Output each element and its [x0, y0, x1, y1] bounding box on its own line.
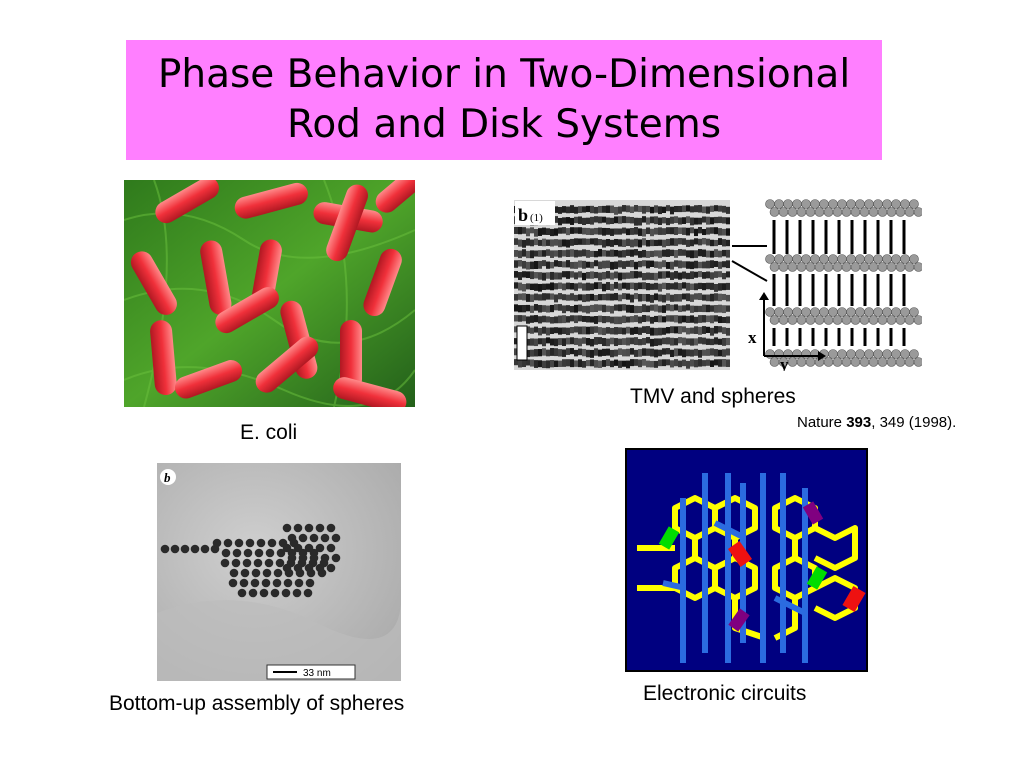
- tmv-caption: TMV and spheres: [630, 385, 796, 408]
- ecoli-caption: E. coli: [240, 421, 298, 444]
- circuits-caption: Electronic circuits: [643, 682, 807, 705]
- slide-title-line-2: Rod and Disk Systems: [286, 102, 722, 147]
- citation-volume: 393: [846, 414, 872, 431]
- tmv-citation: Nature 393, 349 (1998).: [797, 414, 956, 431]
- tmv-figure: b (1) x y: [512, 196, 922, 371]
- ecoli-image: [124, 180, 415, 407]
- bacteria-rods: [130, 180, 415, 407]
- citation-journal: Nature: [797, 414, 847, 431]
- tmv-axis-y: y: [780, 355, 789, 371]
- tmv-panel-sublabel: (1): [530, 212, 543, 224]
- circuits-image: [625, 448, 868, 672]
- spheres-image: b 33 nm: [157, 463, 401, 681]
- slide-title-box: Phase Behavior in Two-Dimensional Rod an…: [126, 40, 882, 160]
- spheres-panel-label: b: [164, 470, 171, 485]
- spheres-caption: Bottom-up assembly of spheres: [109, 692, 405, 715]
- spheres-scale-bar: 33 nm: [303, 668, 331, 679]
- tmv-panel-label: b: [518, 205, 528, 225]
- tmv-axis-x: x: [748, 328, 757, 347]
- citation-pages-year: , 349 (1998).: [871, 414, 957, 431]
- slide-title-line-1: Phase Behavior in Two-Dimensional: [157, 52, 851, 97]
